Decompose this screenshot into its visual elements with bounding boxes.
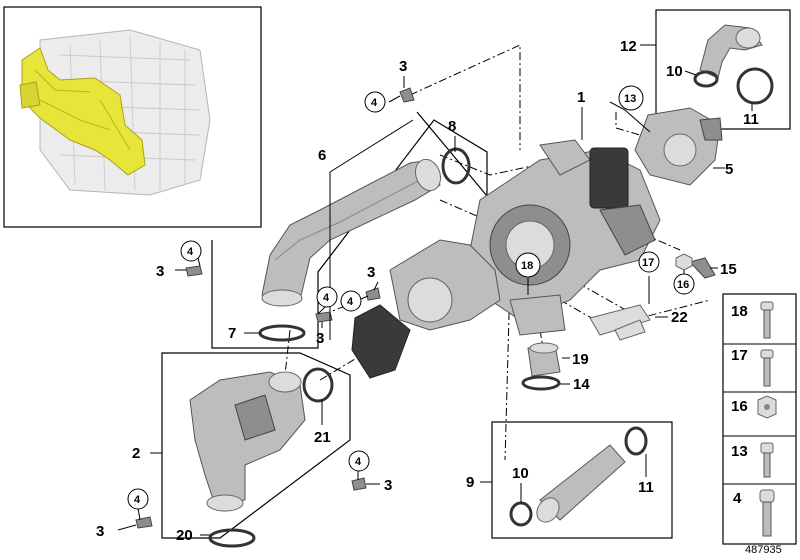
- nut-16-small: [675, 253, 693, 271]
- legend-label-16: 16: [731, 398, 748, 415]
- exhaust-pipe-group: [211, 111, 488, 349]
- electric-actuator: [351, 304, 411, 379]
- diagram-reference-number: 487935: [745, 544, 782, 556]
- ring-14: [521, 375, 561, 391]
- pipe-group-9: [491, 421, 673, 539]
- callout-3-mid: 3: [316, 330, 324, 347]
- elbow-group-12: [655, 9, 791, 130]
- callout-6: 6: [318, 147, 326, 164]
- callout-22: 22: [671, 309, 688, 326]
- callout-9: 9: [466, 474, 474, 491]
- callout-17: 17: [642, 257, 654, 269]
- callout-2: 2: [132, 445, 140, 462]
- bracket-22: [589, 304, 651, 341]
- turbocharger-highlight: [19, 47, 146, 176]
- gasket-7: [258, 324, 306, 342]
- callout-11-upper: 11: [743, 111, 759, 128]
- engine-overview-inset: [3, 6, 262, 228]
- callout-3-top: 3: [399, 58, 407, 75]
- callout-3-lower-left: 3: [96, 523, 104, 540]
- callout-21: 21: [314, 429, 331, 446]
- o-ring-10-upper: [693, 70, 719, 88]
- callout-19: 19: [572, 351, 589, 368]
- gasket-21: [302, 367, 334, 403]
- callout-18: 18: [521, 260, 533, 272]
- bolt-18-icon: [760, 301, 774, 339]
- nut-16-icon: [757, 395, 777, 419]
- callout-13: 13: [624, 93, 636, 105]
- group-frame-12: [655, 9, 791, 130]
- bolt-13-icon: [760, 442, 774, 478]
- callout-4-lower-left: 4: [134, 494, 141, 506]
- callout-1: 1: [577, 89, 585, 106]
- callout-3-lower-right: 3: [384, 477, 392, 494]
- legend-label-17: 17: [731, 347, 748, 364]
- legend-label-18: 18: [731, 303, 748, 320]
- gasket-20: [208, 528, 256, 548]
- wastegate-actuator: [589, 147, 629, 209]
- callout-14: 14: [573, 376, 590, 393]
- callout-5: 5: [725, 161, 733, 178]
- callout-10-upper: 10: [666, 63, 683, 80]
- legend-label-4: 4: [733, 490, 742, 507]
- callout-12: 12: [620, 38, 637, 55]
- inset-frame: [3, 6, 262, 228]
- callout-16: 16: [677, 279, 689, 291]
- connector-19: [521, 342, 561, 391]
- o-ring-10-lower: [509, 501, 533, 527]
- callout-20: 20: [176, 527, 193, 544]
- fastener-legend: 18 17 16 13 4: [722, 293, 797, 545]
- bolt-17-icon: [760, 349, 774, 387]
- legend-label-13: 13: [731, 443, 748, 460]
- callout-4-left: 4: [187, 246, 194, 258]
- callout-4-mid: 4: [323, 292, 330, 304]
- group-frame-9: [491, 421, 673, 539]
- callout-10-lower: 10: [512, 465, 529, 482]
- group-frame-2: [161, 352, 351, 539]
- callout-15: 15: [720, 261, 737, 278]
- callout-7: 7: [228, 325, 236, 342]
- gasket-8: [441, 147, 471, 185]
- engine-block-illustration: [39, 29, 211, 196]
- o-ring-11-upper: [736, 67, 774, 105]
- exhaust-housing-5: [634, 107, 723, 186]
- callout-8: 8: [448, 118, 456, 135]
- callout-4-center: 4: [347, 296, 354, 308]
- bolt-4-icon: [759, 489, 775, 537]
- callout-4-top: 4: [371, 97, 378, 109]
- callout-labels: 1 2 3 4 3 4 3 4 3 4 5 6 7 8 9 10 11 12 1…: [96, 38, 759, 544]
- clip-15: [689, 257, 716, 279]
- legend-frame: [722, 293, 797, 545]
- callout-11-lower: 11: [638, 479, 654, 496]
- callout-3-center: 3: [367, 264, 375, 281]
- lower-housing-group-2: [161, 352, 351, 548]
- o-ring-11-lower: [624, 426, 648, 456]
- turbocharger-assembly-1: [351, 139, 661, 379]
- leader-lines: [117, 44, 753, 536]
- callout-circles: [127, 85, 695, 510]
- callout-4-lower-right: 4: [355, 456, 362, 468]
- callout-3-left: 3: [156, 263, 164, 280]
